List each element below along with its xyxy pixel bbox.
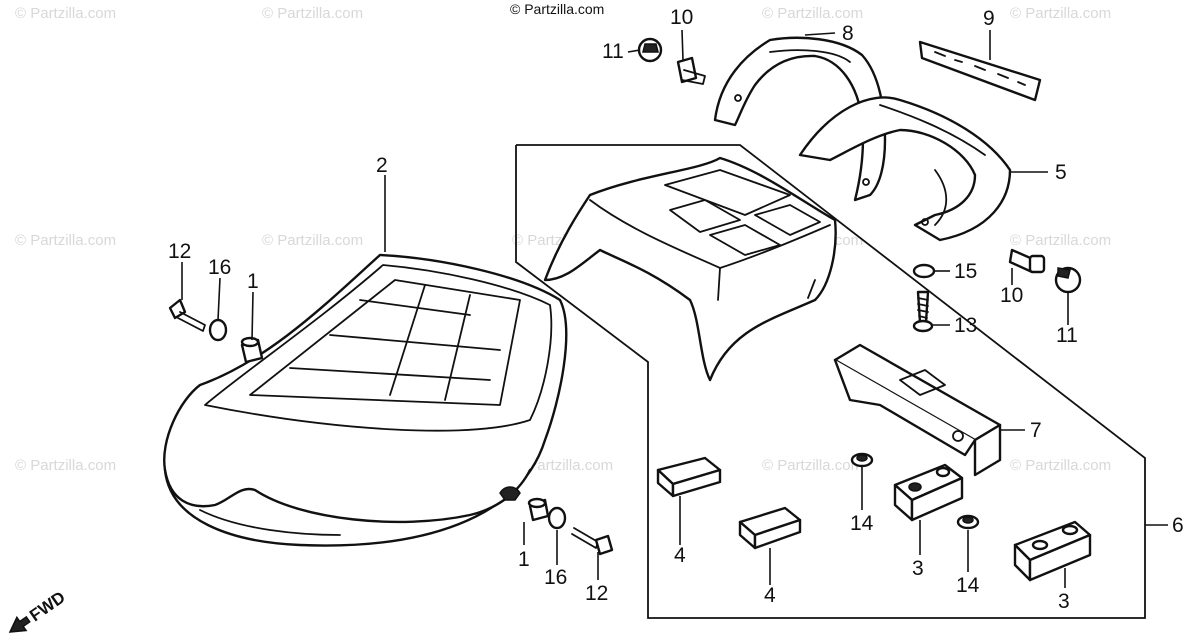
seat-bracket [833, 343, 1002, 477]
watermark: © Partzilla.com [762, 5, 863, 22]
callout-9: 9 [983, 7, 995, 30]
grommet-14a [850, 452, 874, 468]
callout-16: 16 [208, 256, 231, 279]
watermark: © Partzilla.com [1010, 457, 1111, 474]
cap-11-top [637, 37, 663, 63]
bolt-12-right [571, 527, 614, 556]
tail-cowl [798, 96, 1012, 242]
bolt-10-right [1008, 248, 1046, 274]
front-seat [163, 253, 568, 547]
watermark: © Partzilla.com [15, 5, 116, 22]
callout-16: 16 [544, 566, 567, 589]
callout-6: 6 [1172, 514, 1184, 537]
forward-direction-indicator: FWD [8, 588, 69, 633]
callout-labels: 2 12 16 1 1 16 12 10 11 8 9 5 15 13 10 1… [168, 6, 1184, 613]
callout-13: 13 [954, 314, 977, 337]
forward-arrow-icon [8, 615, 31, 633]
washer-16-left [208, 318, 228, 342]
leader-lines [181, 29, 1069, 588]
callout-3: 3 [1058, 590, 1070, 613]
callout-4: 4 [764, 584, 776, 607]
watermark: © Partzilla.com [1010, 5, 1111, 22]
washer-15 [912, 263, 936, 279]
callout-1: 1 [247, 270, 259, 293]
callout-4: 4 [674, 544, 686, 567]
grommet-14b [956, 514, 980, 530]
grab-rail [713, 36, 887, 202]
screw-13 [912, 290, 934, 333]
bolt-12-left [168, 298, 206, 332]
watermark: © Partzilla.com [15, 232, 116, 249]
collar-1-right [527, 497, 550, 522]
callout-15: 15 [954, 260, 977, 283]
callout-12: 12 [585, 582, 608, 605]
cushion-4a [656, 456, 722, 498]
washer-16-right [547, 506, 567, 530]
kit-outline [515, 144, 1146, 619]
rear-seat-cowl [543, 156, 837, 382]
bolt-10-top [676, 56, 706, 85]
callout-1: 1 [518, 548, 530, 571]
callout-12: 12 [168, 240, 191, 263]
watermark: © Partzilla.com [1010, 232, 1111, 249]
emblem [918, 40, 1042, 102]
cap-11-right [1054, 266, 1082, 294]
cushion-3b [1013, 520, 1092, 582]
callout-10: 10 [670, 6, 693, 29]
callout-11: 11 [1056, 324, 1078, 347]
watermark: © Partzilla.com [262, 232, 363, 249]
watermark: © Partzilla.com [262, 5, 363, 22]
watermark: © Partzilla.com [15, 457, 116, 474]
callout-14: 14 [850, 512, 874, 535]
callout-2: 2 [376, 154, 388, 177]
callout-5: 5 [1055, 161, 1067, 184]
copyright-notice: © Partzilla.com [510, 1, 604, 17]
callout-7: 7 [1030, 419, 1042, 442]
callout-14: 14 [956, 574, 980, 597]
callout-11: 11 [602, 40, 624, 63]
callout-3: 3 [912, 557, 924, 580]
callout-8: 8 [842, 22, 854, 45]
callout-10: 10 [1000, 284, 1023, 307]
watermark: © Partzilla.com [762, 457, 863, 474]
fwd-label: FWD [26, 588, 69, 626]
cushion-3a [893, 463, 964, 522]
collar-1-left [240, 336, 264, 364]
cushion-4b [738, 506, 802, 550]
